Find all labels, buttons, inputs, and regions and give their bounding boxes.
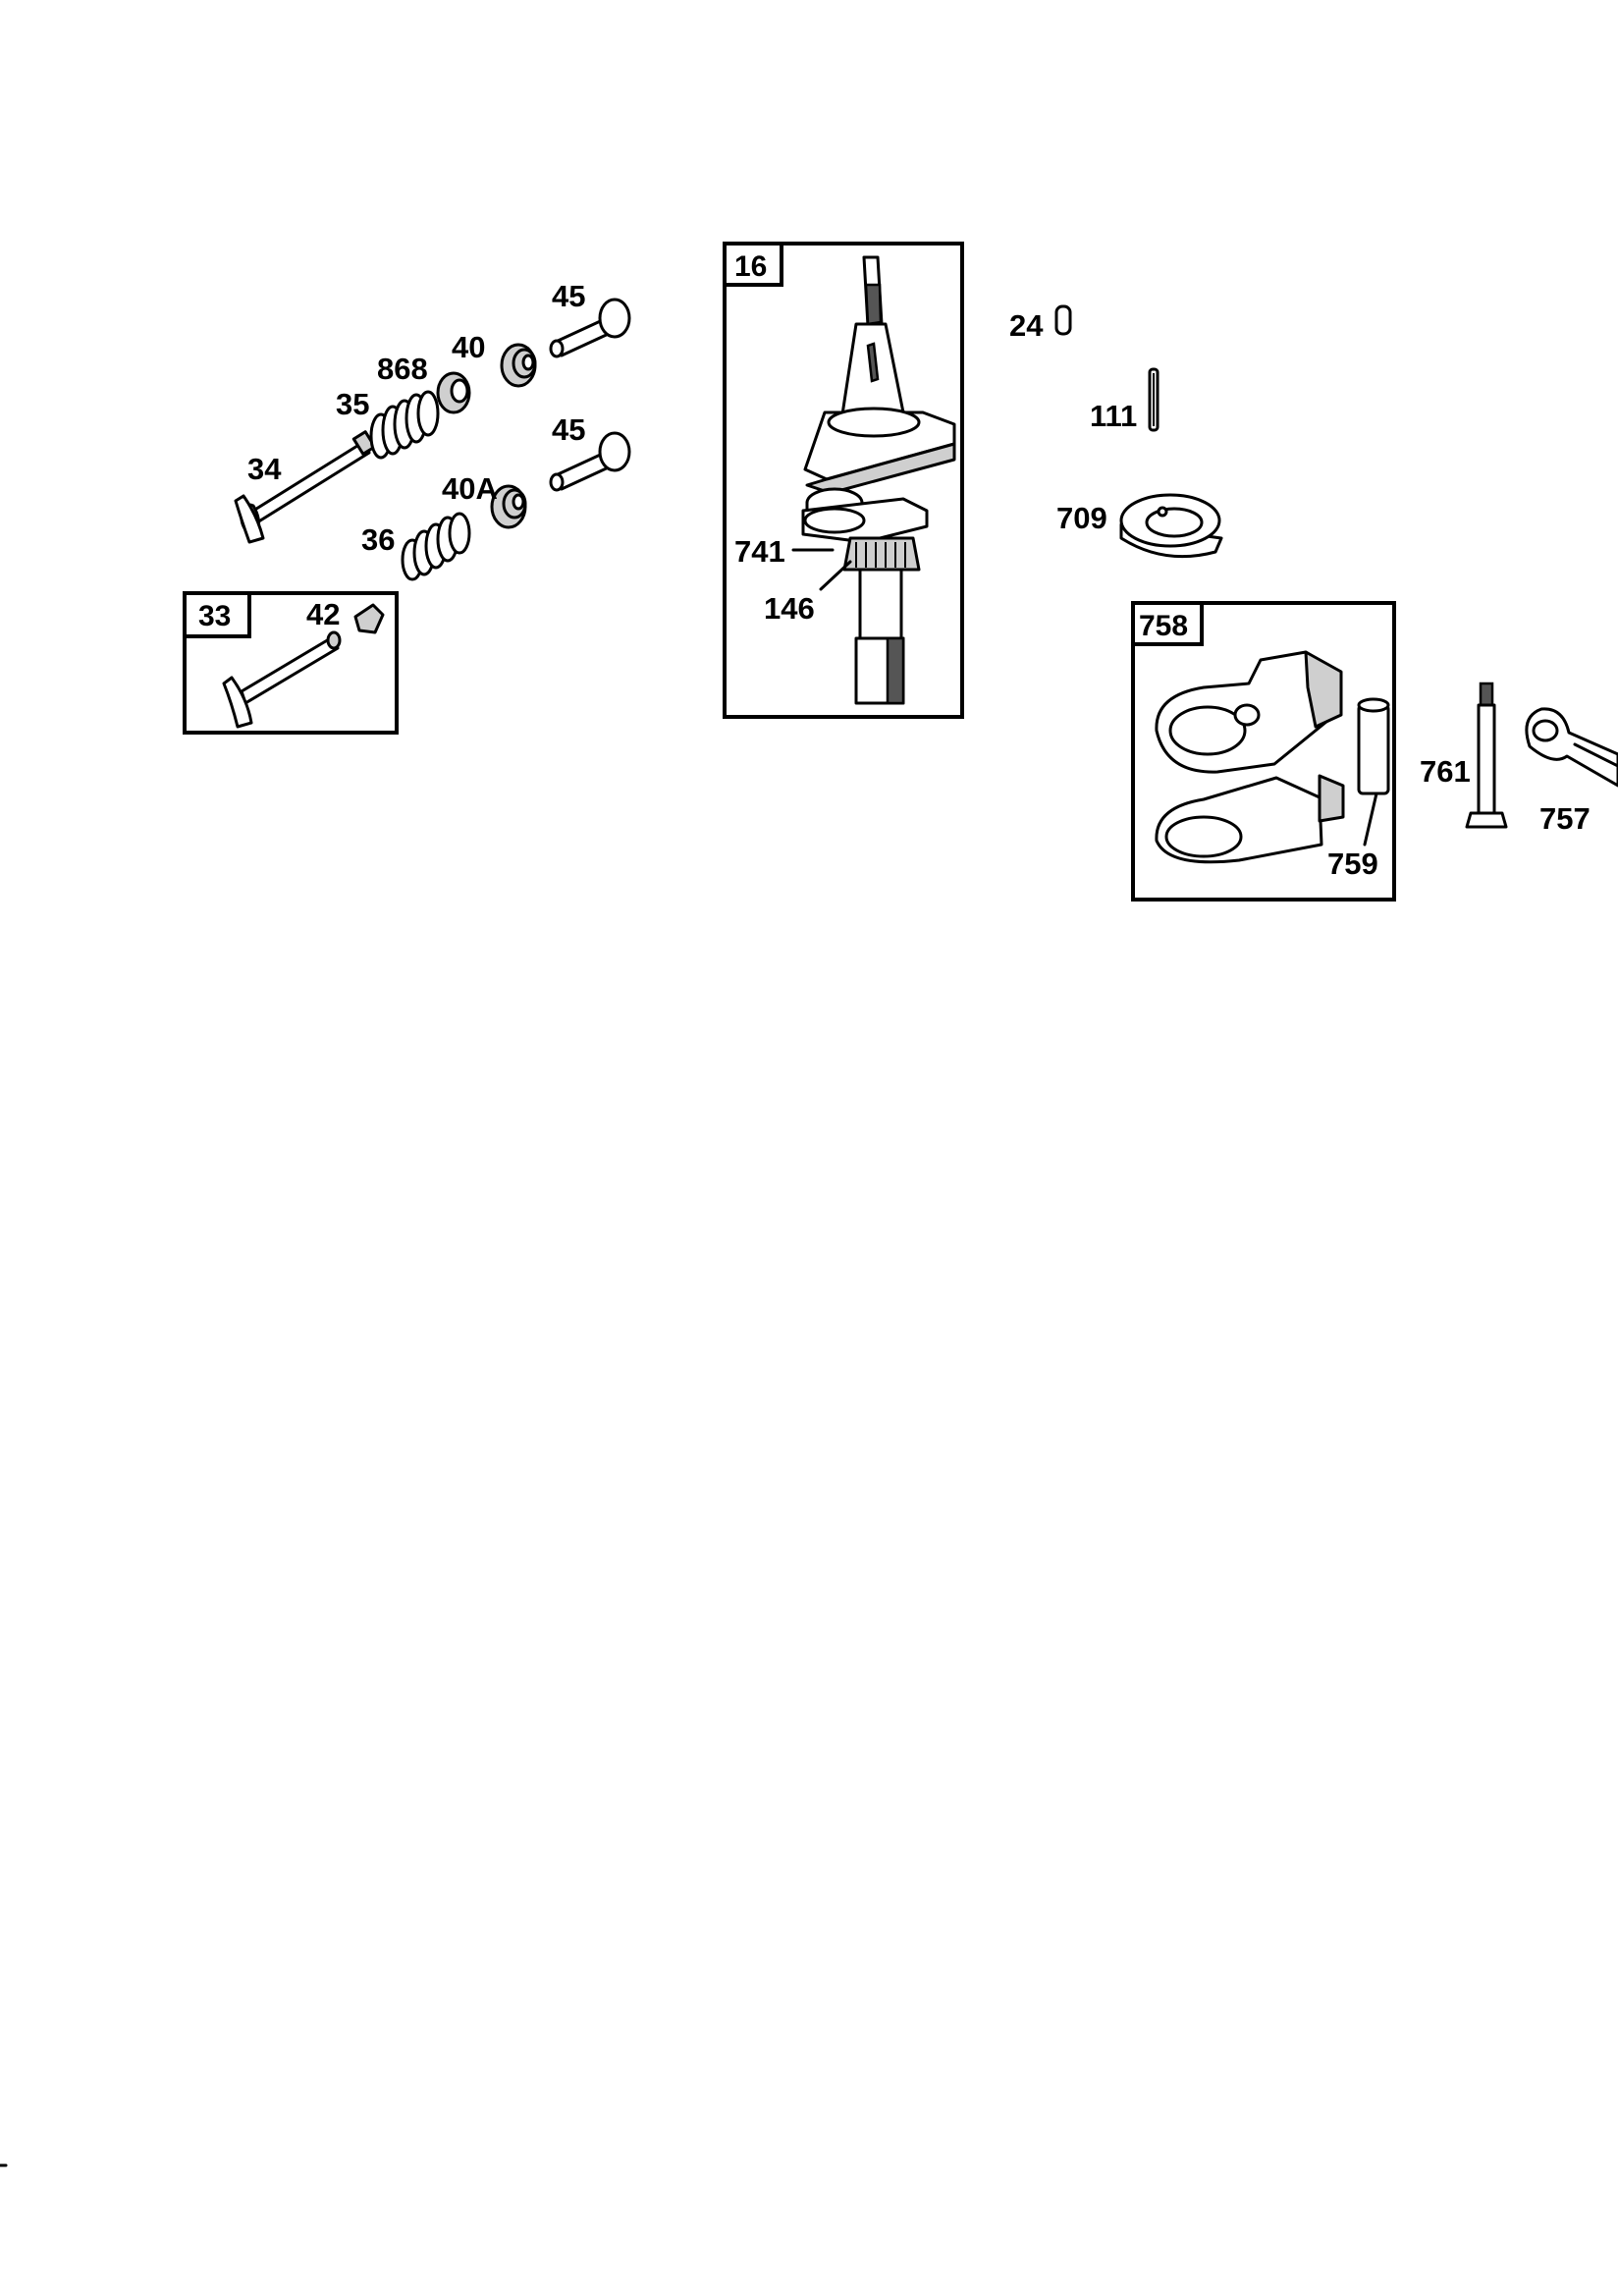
- callout-42: 42: [306, 597, 340, 631]
- callout-146: 146: [764, 591, 815, 626]
- part-36-valve-spring: [401, 512, 471, 581]
- part-45-tappet-upper: [549, 298, 631, 358]
- part-757-link: [1525, 707, 1618, 788]
- part-40-valve-seal: [500, 343, 537, 388]
- callout-24: 24: [1009, 308, 1044, 343]
- callout-111: 111: [1090, 399, 1137, 433]
- part-34-exhaust-valve: [234, 430, 377, 544]
- part-box-758-link-assembly: [1131, 601, 1396, 902]
- part-box-16-crankshaft: [723, 242, 964, 719]
- part-35-valve-spring: [369, 390, 440, 460]
- callout-45-upper: 45: [552, 279, 585, 313]
- callout-757: 757: [1539, 801, 1591, 836]
- part-24-dowel-pin: [1054, 304, 1072, 336]
- part-709-counterweight-ring: [1119, 493, 1223, 559]
- callout-16: 16: [734, 250, 767, 283]
- callout-45-lower: 45: [552, 412, 585, 447]
- callout-36: 36: [361, 522, 395, 557]
- part-45-tappet-lower: [549, 431, 631, 492]
- callout-709: 709: [1056, 501, 1107, 535]
- callout-40: 40: [452, 330, 485, 364]
- callout-759: 759: [1327, 847, 1378, 881]
- part-40a-valve-seal: [490, 484, 527, 529]
- callout-33: 33: [198, 600, 231, 632]
- callout-741: 741: [734, 534, 785, 569]
- part-868-spring-retainer: [436, 371, 471, 414]
- callout-35: 35: [336, 387, 369, 421]
- callout-34: 34: [247, 452, 282, 486]
- callout-868: 868: [377, 352, 428, 386]
- part-box-33: [183, 591, 399, 735]
- callout-758: 758: [1139, 610, 1188, 642]
- callout-761: 761: [1420, 754, 1471, 789]
- callout-40a: 40A: [442, 471, 498, 506]
- part-761-shoulder-bolt: [1465, 682, 1508, 829]
- part-111-roll-pin: [1148, 367, 1160, 432]
